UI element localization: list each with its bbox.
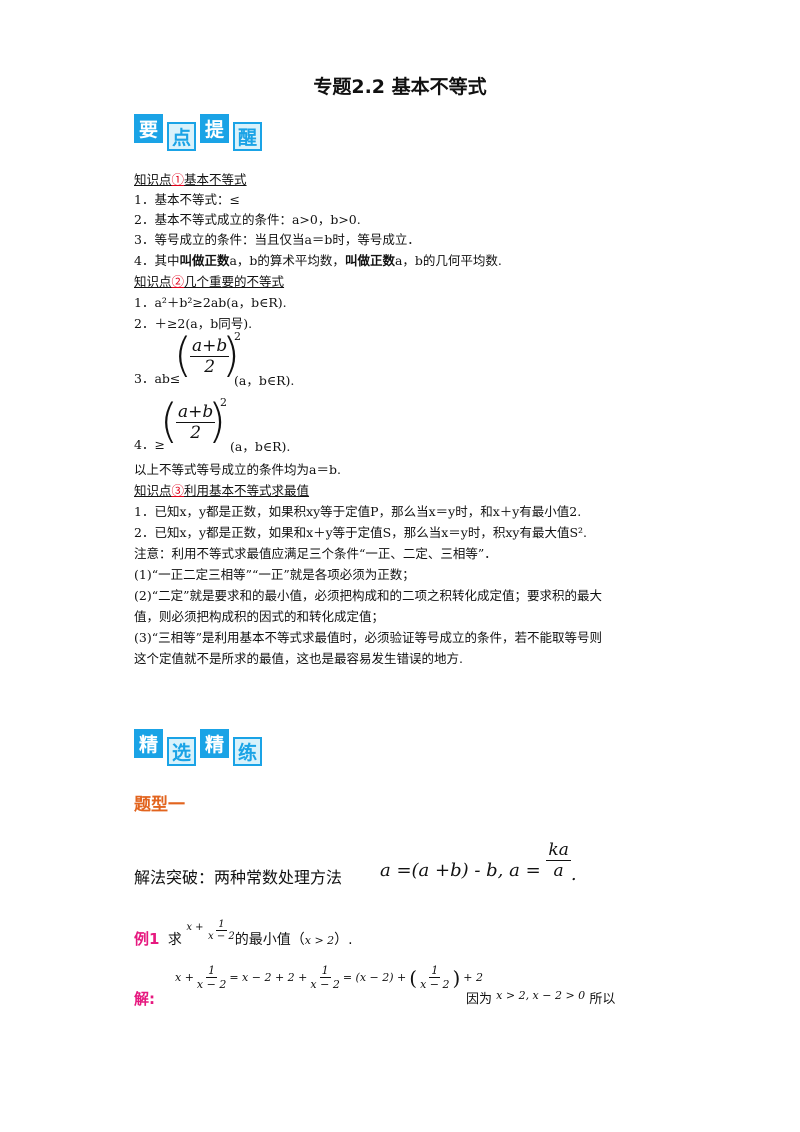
solution-label: 解:	[134, 990, 155, 1008]
k3-line: 注意：利用不等式求最值应满足三个条件“一正、二定、三相等”．	[134, 546, 497, 561]
method-formula: a =(a +b) - b, a = ka a .	[380, 840, 577, 885]
banner-char: 精	[134, 729, 163, 758]
key-points-banner: 要 点 提 醒	[134, 114, 262, 151]
k3-heading: 知识点③利用基本不等式求最值	[134, 483, 310, 498]
k1-line-4: 4．其中叫做正数a，b的算术平均数，叫做正数a，b的几何平均数.	[134, 253, 502, 268]
practice-banner: 精 选 精 练	[134, 729, 262, 766]
k3-line: 值，则必须把构成积的因式的和转化成定值；	[134, 609, 385, 624]
fraction: 1 x − 2	[208, 918, 235, 942]
solution-because: 因为 x > 2, x − 2 > 0 所以	[466, 989, 616, 1007]
banner-char: 要	[134, 114, 163, 143]
banner-char: 醒	[233, 122, 262, 151]
banner-char: 点	[167, 122, 196, 151]
k2-line: 2．＋≥2(a，b同号).	[134, 316, 253, 331]
type-heading: 题型一	[134, 795, 185, 815]
k1-line: 3．等号成立的条件：当且仅当a＝b时，等号成立．	[134, 232, 420, 247]
fraction: ka a	[546, 840, 571, 881]
k3-line: (2)“二定”就是要求和的最小值，必须把构成和的二项之积转化成定值；要求积的最大	[134, 588, 602, 603]
k3-line: (1)“一正二定三相等”“一正”就是各项必须为正数；	[134, 567, 415, 582]
k1-line: 2．基本不等式成立的条件：a>0，b>0.	[134, 212, 361, 227]
page-title: 专题2.2 基本不等式	[313, 76, 487, 98]
k2-line-3: 3．ab≤ ( a+b 2 ) 2 (a，b∈R).	[134, 328, 295, 388]
k3-line: 2．已知x，y都是正数，如果和x＋y等于定值S，那么当x＝y时，积xy有最大值S…	[134, 525, 588, 540]
k1-heading: 知识点①基本不等式	[134, 172, 247, 187]
k1-line: 1．基本不等式：≤	[134, 192, 240, 207]
k3-line: 这个定值就不是所求的最值，这也是最容易发生错误的地方.	[134, 651, 463, 666]
banner-char: 选	[167, 737, 196, 766]
k3-line: (3)“三相等”是利用基本不等式求最值时，必须验证等号成立的条件，若不能取等号则	[134, 630, 602, 645]
k3-line: 1．已知x，y都是正数，如果积xy等于定值P，那么当x＝y时，和x＋y有最小值2…	[134, 504, 582, 519]
k2-line: 1．a²＋b²≥2ab(a，b∈R).	[134, 295, 287, 310]
fraction: a+b 2	[190, 336, 230, 377]
fraction: a+b 2	[176, 402, 216, 443]
banner-char: 练	[233, 737, 262, 766]
banner-char: 提	[200, 114, 229, 143]
example-1: 例1 求 x + 1 x − 2 的最小值（x > 2）.	[134, 918, 353, 949]
k2-tail: 以上不等式等号成立的条件均为a＝b.	[134, 462, 341, 477]
k2-line-4: 4．≥ ( a+b 2 ) 2 (a，b∈R).	[134, 394, 291, 454]
k2-heading: 知识点②几个重要的不等式	[134, 274, 285, 289]
banner-char: 精	[200, 729, 229, 758]
method-label: 解法突破：两种常数处理方法	[134, 868, 343, 887]
